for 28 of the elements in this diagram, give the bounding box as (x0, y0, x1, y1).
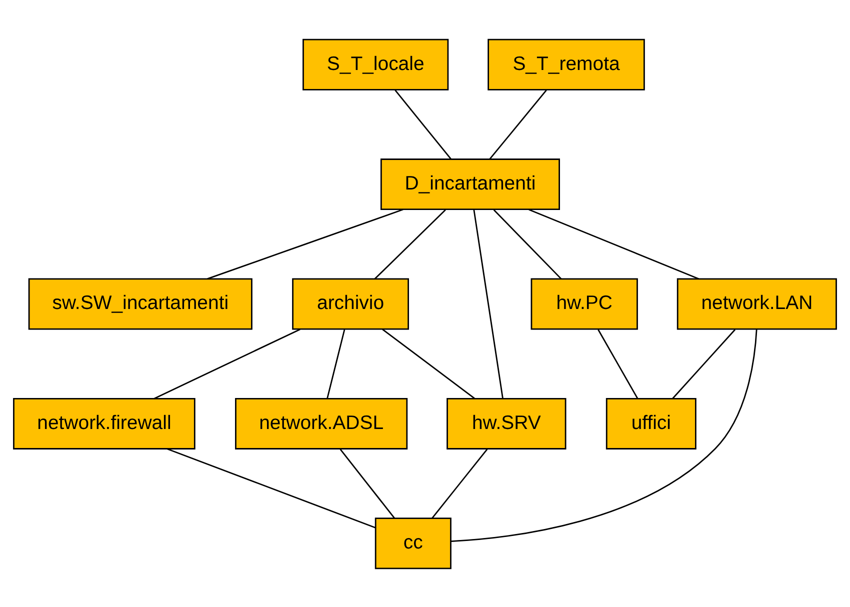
connector (473, 209, 504, 398)
connector (394, 89, 452, 160)
node-box: hw.SRV (446, 397, 566, 449)
connector (166, 448, 376, 528)
connector (374, 208, 446, 279)
connector (326, 328, 346, 398)
connector (207, 208, 404, 279)
connector (493, 208, 562, 279)
connector (489, 89, 547, 160)
node-box: network.firewall (13, 397, 196, 449)
node-box: network.ADSL (235, 397, 408, 449)
node-box: sw.SW_incartamenti (28, 278, 252, 330)
node-box: S_T_remota (488, 38, 645, 90)
connector (382, 328, 475, 398)
connector (340, 448, 396, 518)
node-box: network.LAN (676, 278, 837, 330)
connector (432, 448, 488, 518)
node-box: archivio (292, 278, 409, 330)
connector (450, 328, 758, 542)
node-box: D_incartamenti (380, 158, 560, 210)
node-box: hw.PC (530, 278, 638, 330)
node-box: cc (374, 517, 452, 569)
connector (528, 208, 700, 280)
node-box: S_T_locale (302, 38, 449, 90)
node-box: uffici (606, 397, 696, 449)
connector (598, 328, 638, 398)
connector (154, 328, 300, 399)
connector (672, 328, 736, 398)
